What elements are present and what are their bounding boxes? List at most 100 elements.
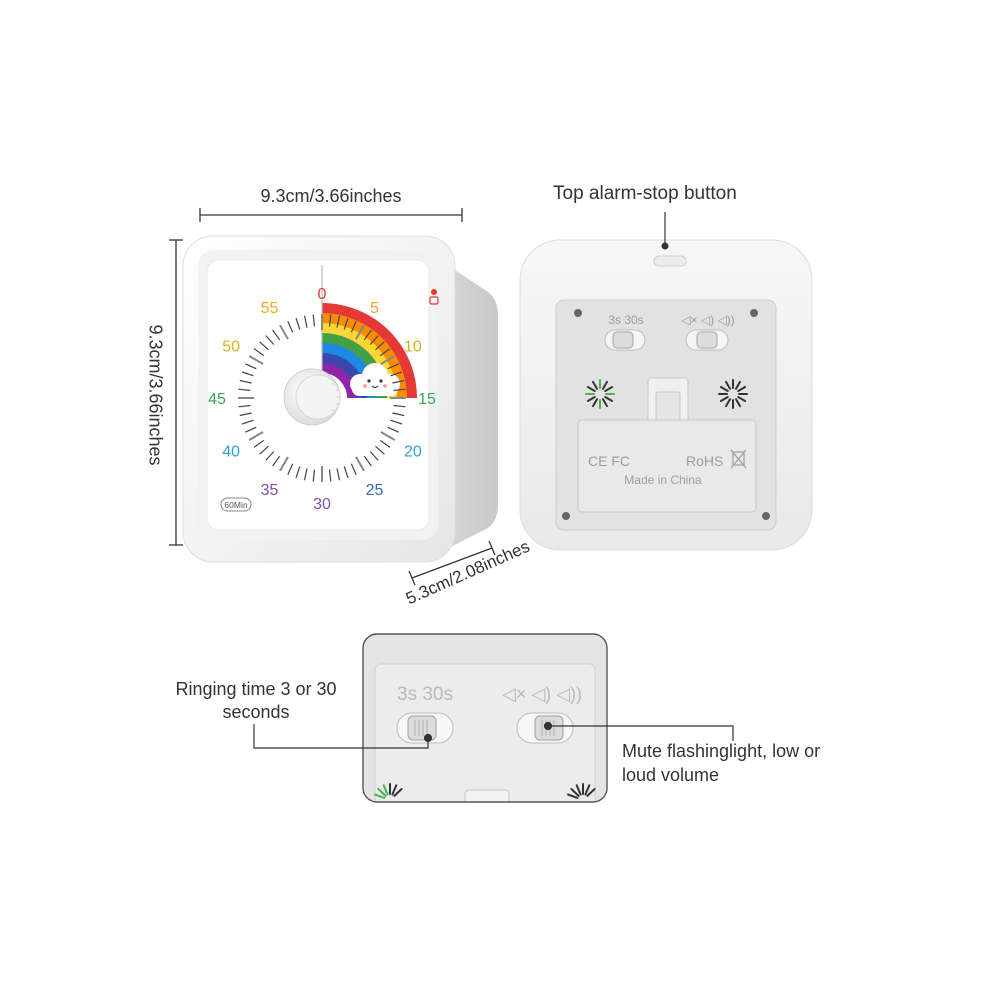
dial-tick [363, 455, 372, 467]
zoom-volume-switch-marks: ◁× ◁) ◁)) [502, 684, 582, 704]
back-volume-switch-marks: ◁× ◁) ◁)) [680, 313, 734, 327]
dial-tick [350, 463, 357, 475]
dial-tick [303, 315, 308, 328]
dial-number: 55 [261, 300, 279, 317]
dial-tick [379, 348, 391, 357]
ringing-time-callout-line [253, 724, 433, 749]
burst-ray [377, 788, 387, 797]
dial-tick [328, 469, 332, 482]
mute-callout: Mute flashinglight, low or loud volume [622, 741, 821, 785]
back-ring-switch-marks: 3s 30s [608, 313, 643, 327]
dial-tick [312, 469, 316, 482]
dial-tick [253, 348, 265, 357]
dial-number: 30 [313, 496, 331, 513]
dial-tick [272, 329, 281, 341]
dial-tick [241, 419, 254, 425]
ce-fcc-mark: CE FC [588, 453, 630, 469]
dial-number: 10 [404, 339, 422, 356]
dial-tick [265, 335, 275, 345]
height-dimension-line [169, 239, 183, 546]
dial-tick [355, 324, 365, 340]
burst-ray [584, 784, 591, 796]
timer-knob[interactable] [283, 368, 341, 426]
dial-ticks [238, 314, 406, 482]
dial-tick [390, 371, 403, 377]
speaker-icon [718, 379, 748, 409]
dial-tick [312, 314, 316, 327]
dial-tick [369, 451, 379, 461]
back-ring-time-switch[interactable] [604, 329, 646, 351]
back-volume-switch[interactable] [685, 329, 729, 351]
dial-tick [279, 456, 289, 472]
burst-ray [602, 398, 608, 408]
burst-ray [719, 396, 729, 402]
burst-ray [382, 784, 389, 796]
dial-tick [387, 426, 399, 433]
dial-tick [265, 451, 275, 461]
burst-ray [391, 784, 398, 796]
dial-number: 50 [222, 339, 240, 356]
dial-tick [239, 379, 252, 384]
recycle-bin-icon [730, 449, 747, 469]
burst-ray [604, 386, 614, 392]
dial-number: 20 [404, 444, 422, 461]
dial-tick [390, 419, 403, 425]
burst-ray [719, 386, 729, 392]
dial-tick [380, 431, 396, 441]
dial-tick [369, 335, 379, 345]
dial-tick [241, 371, 254, 377]
light-indicator-icon [429, 289, 439, 305]
burst-ray [737, 396, 747, 402]
dial-number: 25 [366, 482, 384, 499]
zoom-ring-time-switch[interactable] [396, 712, 454, 744]
dial-number: 0 [318, 286, 327, 303]
burst-ray [575, 784, 582, 796]
cloud-mascot-icon [350, 363, 400, 396]
dial-number: 15 [418, 391, 436, 408]
dial-tick [363, 329, 372, 341]
dial-tick [375, 445, 385, 455]
dial-tick [392, 412, 405, 417]
dial-tick [350, 321, 357, 333]
dial-tick [245, 363, 257, 370]
dial-number: 40 [222, 444, 240, 461]
width-dimension-line [199, 208, 463, 222]
dial-number: 45 [208, 391, 226, 408]
zoom-detail-panel: 3s 30s ◁× ◁) ◁)) [362, 633, 608, 803]
dial-tick [238, 388, 251, 392]
dial-tick [245, 426, 257, 433]
dial-tick [239, 412, 252, 417]
burst-ray [592, 398, 598, 408]
burst-ray [604, 396, 614, 402]
zoom-speaker-icon [567, 783, 596, 799]
burst-ray [393, 788, 403, 797]
burst-ray [586, 396, 596, 402]
rohs-mark: RoHS [686, 453, 723, 469]
dial-tick [336, 315, 341, 328]
dial-number: 5 [370, 300, 379, 317]
dial-tick [295, 466, 301, 479]
dial-tick [238, 404, 251, 408]
dial-tick [303, 468, 308, 481]
mute-callout-line [543, 721, 734, 741]
alarm-stop-button[interactable] [653, 255, 687, 267]
burst-ray [592, 380, 598, 390]
dial-tick [259, 445, 269, 455]
dial-tick [248, 431, 264, 441]
flash-light-icon [585, 379, 615, 409]
dial-tick [287, 463, 294, 475]
top-button-callout: Top alarm-stop button [553, 183, 737, 204]
dial-tick [355, 456, 365, 472]
height-label: 9.3cm/3.66inches [145, 324, 166, 466]
dial-tick [336, 468, 341, 481]
back-timer: 3s 30s ◁× ◁) ◁)) CE FC RoHS Made in Chin… [519, 212, 813, 551]
dial-tick [248, 355, 264, 365]
origin-mark: Made in China [624, 473, 702, 487]
dial-tick [380, 355, 396, 365]
dial-tick [279, 324, 289, 340]
burst-ray [735, 398, 741, 408]
dial-tick [379, 439, 391, 448]
dial-tick [343, 317, 349, 330]
